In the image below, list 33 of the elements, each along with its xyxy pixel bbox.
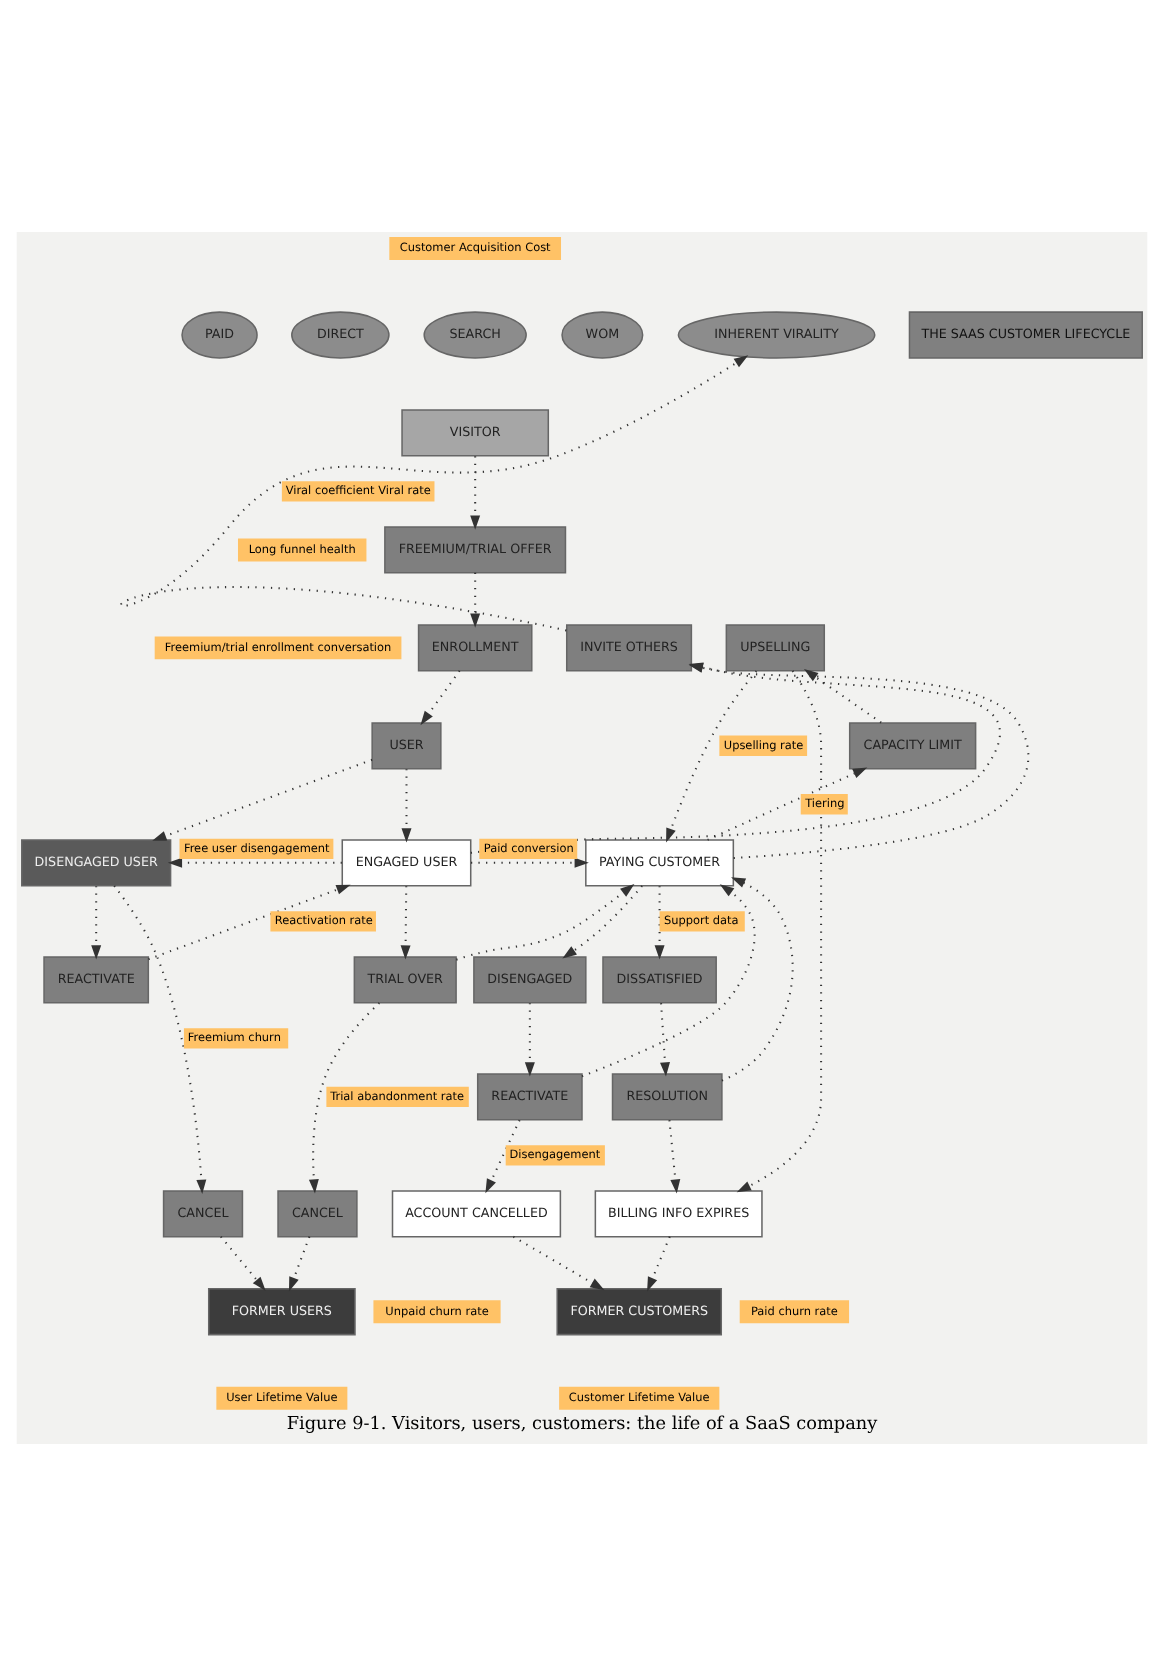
arrow <box>803 669 882 724</box>
arrow <box>721 877 794 1082</box>
arrow <box>400 886 411 960</box>
arrow <box>647 1236 671 1292</box>
arrow <box>220 1236 266 1291</box>
arrow <box>707 767 868 841</box>
arrow <box>688 662 1030 860</box>
arrow <box>401 769 412 843</box>
arrow <box>485 1119 521 1194</box>
arrow <box>288 1236 311 1292</box>
arrow <box>512 1235 605 1291</box>
arrow <box>470 662 1000 854</box>
arrow <box>470 456 481 530</box>
arrow <box>562 885 643 959</box>
arrow <box>456 884 635 961</box>
arrow <box>660 1003 670 1077</box>
arrow <box>420 670 461 726</box>
arrow <box>124 355 749 632</box>
arrow <box>654 886 665 960</box>
arrow <box>668 1120 681 1194</box>
arrow <box>524 1003 535 1077</box>
arrow <box>152 758 373 841</box>
arrow <box>91 886 102 960</box>
arrow <box>666 670 758 843</box>
caption: Figure 9-1. Visitors, users, customers: the life of a SaaS company <box>286 1414 878 1435</box>
arrow <box>113 885 207 1194</box>
arrow <box>581 884 756 1078</box>
arrow <box>736 670 823 1193</box>
arrow <box>471 857 589 868</box>
arrow <box>148 884 351 961</box>
arrow <box>167 857 342 868</box>
arrow <box>470 572 481 628</box>
arrow <box>308 1002 381 1194</box>
